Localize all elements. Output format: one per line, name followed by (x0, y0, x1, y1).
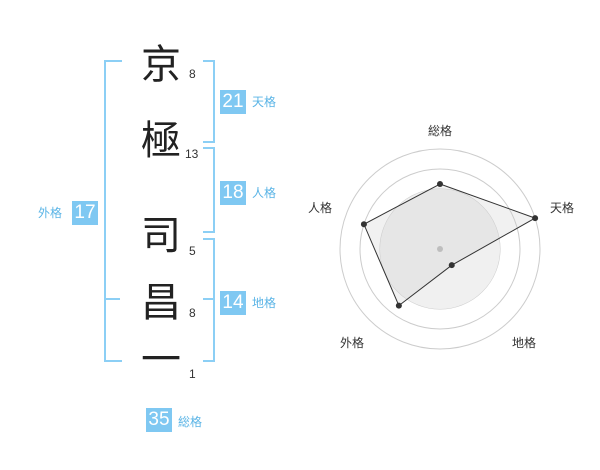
radar-axis-label-1: 総格 (428, 123, 452, 138)
ten-label: 天格 (252, 95, 277, 109)
chi-bracket (203, 238, 215, 362)
ten-bracket (203, 60, 215, 143)
radar-axis-label-5: 人格 (308, 200, 332, 215)
radar-point-5 (360, 221, 367, 228)
stroke-count-2: 13 (185, 147, 199, 161)
outer-bracket (104, 60, 122, 362)
jin-label: 人格 (252, 186, 277, 200)
jin-value-box: 18 (220, 181, 246, 205)
ten-value-box: 21 (220, 90, 246, 114)
name-char-2: 極 (141, 118, 181, 164)
sou-label: 総格 (178, 415, 203, 429)
chi-value-box: 14 (220, 291, 246, 315)
radar-axis-label-2: 天格 (550, 200, 574, 215)
radar-grid-ring (339, 148, 541, 350)
name-char-5: 一 (141, 337, 181, 383)
radar-point-4 (395, 302, 402, 309)
outer-bracket-mid-tick (104, 298, 120, 300)
stroke-count-5: 1 (189, 367, 196, 381)
name-char-1: 京 (141, 42, 181, 88)
chi-bracket-mid-tick (203, 298, 215, 300)
gai-value-box: 17 (72, 201, 98, 225)
name-char-4: 昌 (141, 280, 181, 326)
radar-axis-label-3: 地格 (512, 335, 536, 350)
stroke-count-3: 5 (189, 244, 196, 258)
radar-center-dot (437, 246, 443, 252)
radar-point-1 (437, 181, 443, 187)
sou-value-box: 35 (146, 408, 172, 432)
name-char-3: 司 (141, 213, 181, 259)
radar-grid-ring (359, 168, 521, 330)
stroke-count-1: 8 (189, 67, 196, 81)
radar-axis-label-4: 外格 (340, 335, 364, 350)
jin-bracket (203, 147, 215, 233)
chi-label: 地格 (252, 296, 277, 310)
radar-series-polygon (363, 183, 537, 307)
stroke-count-4: 8 (189, 306, 196, 320)
radar-point-3 (448, 262, 455, 269)
radar-point-2 (532, 215, 539, 222)
gai-label: 外格 (38, 206, 63, 220)
